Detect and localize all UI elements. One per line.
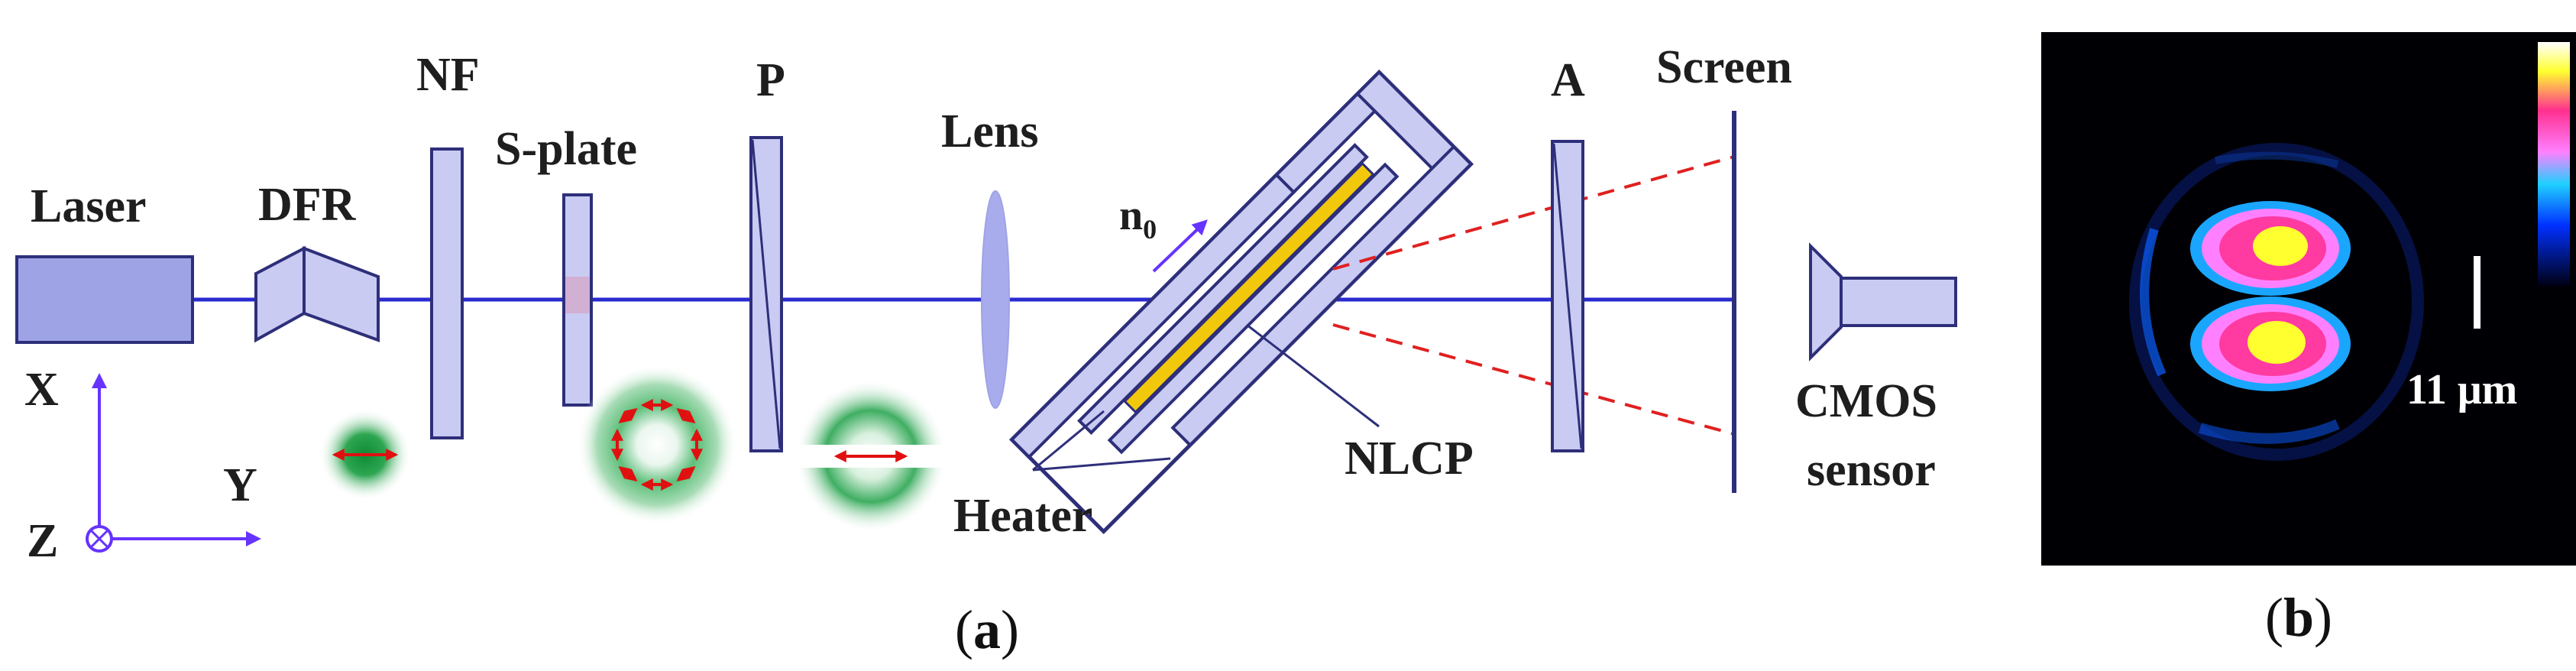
nlcp-label: NLCP [1345,433,1474,485]
nlcp-pointer [1246,323,1380,428]
panel-a: Laser DFR NF S-plate P Lens [15,41,1957,660]
diffraction-line-upper [1332,155,1735,271]
a-label: A [1551,54,1585,106]
heater-bottom [1170,144,1474,448]
diffraction-line-lower [1332,323,1735,436]
caption-b: (b) [2265,587,2332,648]
caption-a: (a) [955,599,1019,660]
ring-arc-left [2140,228,2167,377]
s-plate-label: S-plate [495,123,637,175]
nf-label: NF [416,49,480,101]
n0-label: n0 [1119,192,1157,245]
axis-z-label: Z [27,515,58,567]
p-label: P [756,54,785,106]
polarizer-diagonal [751,139,782,449]
beam-pattern-gaussian [319,409,411,501]
glass-bottom [1107,162,1400,455]
lens-label: Lens [941,105,1038,157]
director-arrow [1152,219,1208,273]
cmos-sensor-cone [1809,242,1843,361]
analyzer-diagonal [1552,143,1583,449]
dfr-prism [254,245,306,343]
camera-image [2041,32,2576,566]
laser-label: Laser [31,180,147,232]
dfr-prism-right [303,246,380,342]
heater-pointer-1 [1032,410,1105,472]
ring-arc-bottom [2198,419,2340,444]
nlcp-cell-assembly [1008,69,1474,535]
cmos-label-line2: sensor [1807,444,1936,496]
outer-ring-glow [2129,143,2424,461]
axis-x-label: X [24,364,59,416]
ring-arc-top [2215,151,2339,168]
screen-label: Screen [1656,41,1792,93]
scale-bar [2474,256,2481,329]
cmos-sensor-body [1840,277,1957,327]
scale-bar-label: 11 μm [2406,366,2517,413]
beam-pattern-vector-ring [577,365,737,525]
coordinate-axes: X Y Z [24,364,261,567]
colorbar [2538,42,2570,287]
nf-filter [430,147,464,439]
dfr-label: DFR [258,179,357,231]
panel-b: 11 μm (b) [2041,32,2576,648]
intensity-lobe-lower [2190,297,2351,391]
intensity-lobe-upper [2190,201,2351,296]
laser-source [15,255,194,344]
s-plate-spot [565,277,590,313]
heater-label: Heater [953,490,1092,542]
azimuthal-polarization-arrows [611,399,703,491]
cmos-label-line1: CMOS [1795,375,1937,427]
heater-pointer-2 [1032,457,1171,472]
beam-pattern-two-lobe [795,382,947,533]
axis-y-label: Y [223,459,257,511]
lens [981,190,1010,409]
